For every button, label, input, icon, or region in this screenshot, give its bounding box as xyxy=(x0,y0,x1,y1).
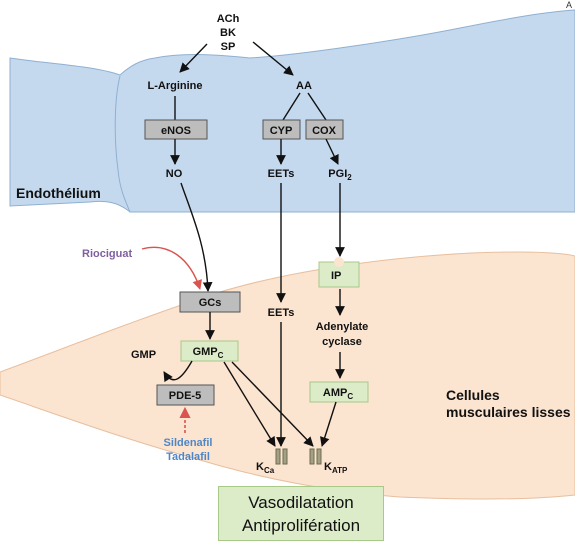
adenylate-label-2: cyclase xyxy=(322,336,362,348)
gmpc-label: GMPC xyxy=(193,346,224,360)
ampc-label: AMPC xyxy=(323,387,353,401)
arrow-gmpc-to-gmp xyxy=(163,360,193,383)
line-aa-cox xyxy=(307,92,327,121)
endothelium-region xyxy=(9,9,575,213)
pgi-text: PGI xyxy=(328,168,347,180)
cell-membrane-line xyxy=(114,75,131,213)
arrow-agonists-to-aa xyxy=(252,41,294,76)
smooth-muscle-label-2: musculaires lisses xyxy=(446,404,571,420)
kca-channel-right xyxy=(282,448,288,465)
antiproliferation-label: Antiprolifération xyxy=(241,515,361,535)
gmp-label: GMP xyxy=(131,349,156,361)
pgi-subscript: 2 xyxy=(347,173,352,182)
cox-box xyxy=(305,119,344,140)
cox-label: COX xyxy=(312,125,337,137)
adenylate-label-1: Adenylate xyxy=(316,321,369,333)
pgi2-label: PGI2 xyxy=(328,168,352,182)
gmpc-box xyxy=(180,340,239,362)
katp-subscript: ATP xyxy=(332,466,348,475)
katp-label: KATP xyxy=(324,461,348,475)
ip-receptor-notch xyxy=(334,257,344,267)
panel-letter: A xyxy=(565,0,572,10)
ach-label: ACh xyxy=(217,13,240,25)
cyp-label: CYP xyxy=(270,125,293,137)
aa-label: AA xyxy=(296,80,312,92)
kca-channel-left xyxy=(275,448,281,465)
line-aa-cyp xyxy=(282,92,301,121)
sp-label: SP xyxy=(221,41,236,53)
arrow-agonists-to-larginine xyxy=(179,43,208,73)
kca-label: KCa xyxy=(256,461,275,475)
ip-label: IP xyxy=(331,270,341,282)
arrow-riociguat-to-gcs xyxy=(141,246,202,290)
enos-box xyxy=(144,119,208,140)
kca-text: K xyxy=(256,461,264,473)
arrow-ampc-to-katp xyxy=(320,401,337,447)
kca-subscript: Ca xyxy=(264,466,275,475)
no-label: NO xyxy=(166,168,183,180)
arrow-gmpc-to-katp xyxy=(231,361,314,447)
enos-label: eNOS xyxy=(161,125,191,137)
vasodilatation-box: Vasodilatation Antiprolifération xyxy=(218,486,384,541)
ampc-box xyxy=(309,381,369,403)
eets-endothelium-label: EETs xyxy=(268,168,295,180)
ampc-text: AMP xyxy=(323,387,347,399)
arrow-cox-to-pgi2 xyxy=(325,138,339,165)
katp-channel-right xyxy=(316,448,322,465)
katp-channel-left xyxy=(309,448,315,465)
sildenafil-label: Sildenafil xyxy=(164,437,213,449)
pde5-label: PDE-5 xyxy=(169,390,201,402)
l-arginine-label: L-Arginine xyxy=(148,80,203,92)
gmpc-text: GMP xyxy=(193,346,218,358)
ampc-subscript: C xyxy=(347,392,353,401)
gcs-label: GCs xyxy=(199,297,222,309)
bk-label: BK xyxy=(220,27,236,39)
smooth-muscle-label-1: Cellules xyxy=(446,387,500,403)
pde5-box xyxy=(156,384,215,406)
endothelium-region-label: Endothélium xyxy=(16,185,101,201)
riociguat-label: Riociguat xyxy=(82,248,132,260)
katp-text: K xyxy=(324,461,332,473)
vasodilatation-label: Vasodilatation xyxy=(248,492,354,512)
gmpc-subscript: C xyxy=(218,351,224,360)
arrow-gmpc-to-kca xyxy=(223,361,276,447)
tadalafil-label: Tadalafil xyxy=(166,451,210,463)
eets-muscle-label: EETs xyxy=(268,307,295,319)
arrow-no-to-gcs xyxy=(180,182,213,292)
